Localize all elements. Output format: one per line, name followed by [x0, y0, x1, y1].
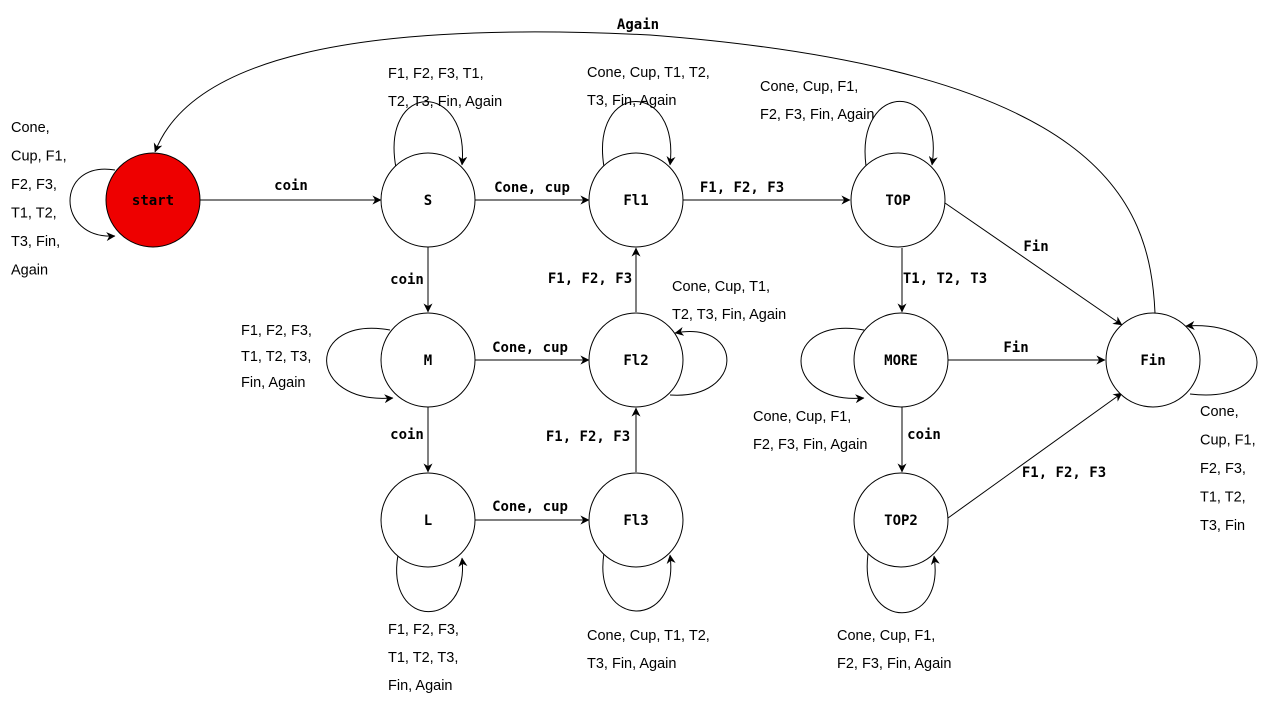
- loop-m: [326, 327, 394, 404]
- edge-top-fin: [944, 202, 1123, 326]
- node-m-label: M: [424, 353, 432, 369]
- node-more: MORE: [853, 312, 949, 408]
- edge-label-m-fl2: Cone, cup: [492, 340, 568, 356]
- node-fl1-label: Fl1: [623, 193, 648, 209]
- loop-label-start: Cone, Cup, F1, F2, F3, T1, T2, T3, Fin, …: [11, 120, 71, 279]
- edge-label-l-fl3: Cone, cup: [492, 499, 568, 515]
- node-fl3-label: Fl3: [623, 513, 648, 529]
- node-top-circle: [850, 152, 946, 248]
- node-more-circle: [853, 312, 949, 408]
- loop-fin: [1185, 320, 1258, 396]
- loop-label-fl1: Cone, Cup, T1, T2, T3, Fin, Again: [587, 65, 714, 109]
- loop-l: [396, 554, 468, 613]
- loop-label-fl3: Cone, Cup, T1, T2, T3, Fin, Again: [587, 628, 714, 672]
- loop-label-top: Cone, Cup, F1, F2, F3, Fin, Again: [760, 79, 874, 123]
- edge-label-s-m: coin: [390, 272, 424, 288]
- node-fin-label: Fin: [1140, 353, 1165, 369]
- node-fl1: Fl1: [588, 152, 684, 248]
- node-top2-circle: [853, 472, 949, 568]
- node-fl2: Fl2: [588, 312, 684, 408]
- node-start-circle: [105, 152, 201, 248]
- node-top: TOP: [850, 152, 946, 248]
- loop-fl1: [602, 101, 676, 168]
- loop-label-m: F1, F2, F3, T1, T2, T3, Fin, Again: [241, 323, 316, 391]
- loop-more: [800, 327, 865, 404]
- node-s-label: S: [424, 193, 432, 209]
- edge-label-m-l: coin: [390, 427, 424, 443]
- node-start: start: [105, 152, 201, 248]
- node-m-circle: [380, 312, 476, 408]
- node-fl3: Fl3: [588, 472, 684, 568]
- node-top2-label: TOP2: [884, 513, 918, 529]
- edge-label-more-top2: coin: [907, 427, 941, 443]
- loop-top: [864, 101, 938, 167]
- edge-label-top2-fin: F1, F2, F3: [1022, 465, 1106, 481]
- edge-label-fl3-fl2: F1, F2, F3: [546, 429, 630, 445]
- edge-label-fl1-top: F1, F2, F3: [700, 180, 784, 196]
- loop-start: [69, 168, 116, 242]
- node-m: M: [380, 312, 476, 408]
- loop-fl2: [669, 327, 728, 396]
- loop-label-fl2: Cone, Cup, T1, T2, T3, Fin, Again: [672, 279, 786, 323]
- loop-label-s: F1, F2, F3, T1, T2, T3, Fin, Again: [388, 66, 502, 110]
- edge-top2-fin: [947, 392, 1123, 519]
- node-fl1-circle: [588, 152, 684, 248]
- node-l-circle: [380, 472, 476, 568]
- node-fl2-label: Fl2: [623, 353, 648, 369]
- node-top2: TOP2: [853, 472, 949, 568]
- node-fl2-circle: [588, 312, 684, 408]
- loop-s: [393, 101, 468, 169]
- node-top-label: TOP: [885, 193, 910, 209]
- edge-fin-start: [153, 31, 1156, 314]
- edge-label-s-fl1: Cone, cup: [494, 180, 570, 196]
- node-l-label: L: [424, 513, 432, 529]
- node-s-circle: [380, 152, 476, 248]
- node-fin-circle: [1105, 312, 1201, 408]
- edge-label-start-s: coin: [274, 178, 308, 194]
- edge-label-top-fin: Fin: [1023, 239, 1048, 255]
- edge-label-fin-start: Again: [617, 17, 659, 33]
- node-start-label: start: [132, 193, 174, 209]
- edge-label-top-more: T1, T2, T3: [903, 271, 987, 287]
- loop-label-more: Cone, Cup, F1, F2, F3, Fin, Again: [753, 409, 867, 453]
- node-more-label: MORE: [884, 353, 918, 369]
- node-fin: Fin: [1105, 312, 1201, 408]
- loop-label-fin: Cone, Cup, F1, F2, F3, T1, T2, T3, Fin: [1200, 404, 1260, 534]
- loop-label-top2: Cone, Cup, F1, F2, F3, Fin, Again: [837, 628, 951, 672]
- edge-label-more-fin: Fin: [1003, 340, 1028, 356]
- node-s: S: [380, 152, 476, 248]
- node-fl3-circle: [588, 472, 684, 568]
- loop-fl3: [602, 552, 676, 612]
- node-l: L: [380, 472, 476, 568]
- loop-label-l: F1, F2, F3, T1, T2, T3, Fin, Again: [388, 622, 463, 694]
- loop-top2: [866, 553, 940, 614]
- edge-label-fl2-fl1: F1, F2, F3: [548, 271, 632, 287]
